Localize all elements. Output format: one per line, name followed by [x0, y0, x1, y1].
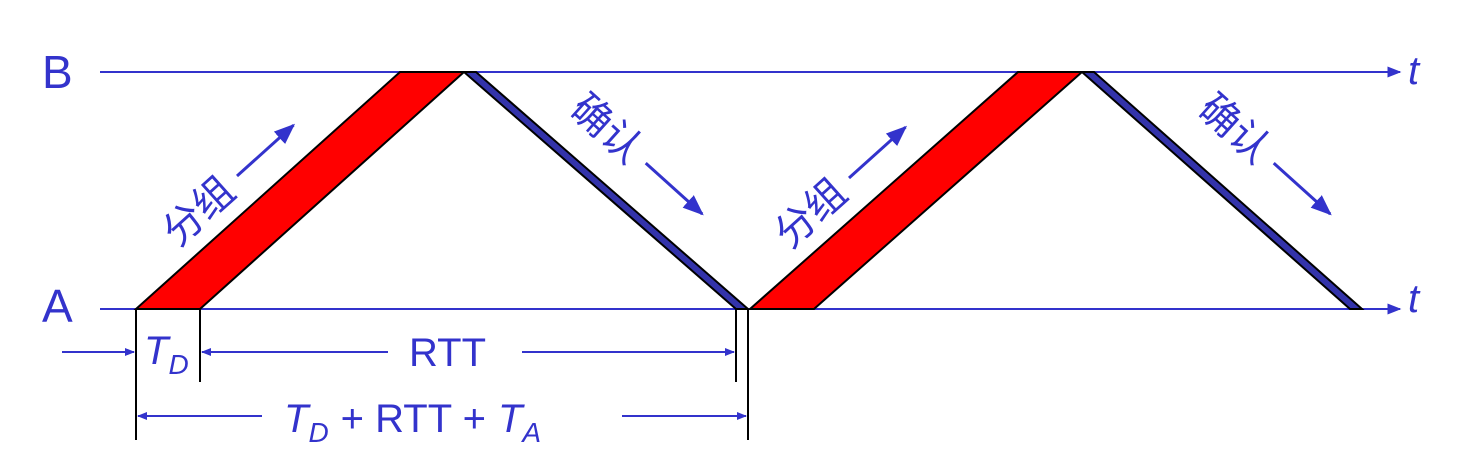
packet-arrow-1 — [235, 123, 296, 178]
td-label: TD — [144, 329, 189, 380]
rtt-label: RTT — [409, 331, 486, 375]
total-ta-sub: A — [520, 417, 541, 448]
td-label-sub: D — [168, 349, 188, 380]
time-label-b: t — [1408, 49, 1421, 93]
total-middle: + RTT + — [341, 397, 486, 441]
ack-label-2-text: 确认 — [1189, 85, 1279, 173]
ack-label-1: 确认 — [561, 85, 704, 216]
total-td-sub: D — [308, 417, 328, 448]
data-packet-2 — [747, 71, 1085, 310]
td-label-main: T — [144, 329, 171, 373]
station-a-label: A — [42, 280, 73, 332]
ack-arrow-1 — [644, 162, 704, 216]
station-b-label: B — [42, 46, 73, 98]
total-ta-main: T — [498, 397, 525, 441]
time-label-a: t — [1408, 277, 1421, 321]
ack-label-2: 确认 — [1189, 85, 1332, 216]
ack-2 — [1079, 71, 1365, 310]
total-label: TD+ RTT +TA — [284, 397, 541, 448]
ack-arrow-2 — [1272, 162, 1332, 216]
packet-arrow-2 — [847, 125, 908, 180]
total-td-main: T — [284, 397, 311, 441]
data-packet-1 — [133, 71, 467, 310]
